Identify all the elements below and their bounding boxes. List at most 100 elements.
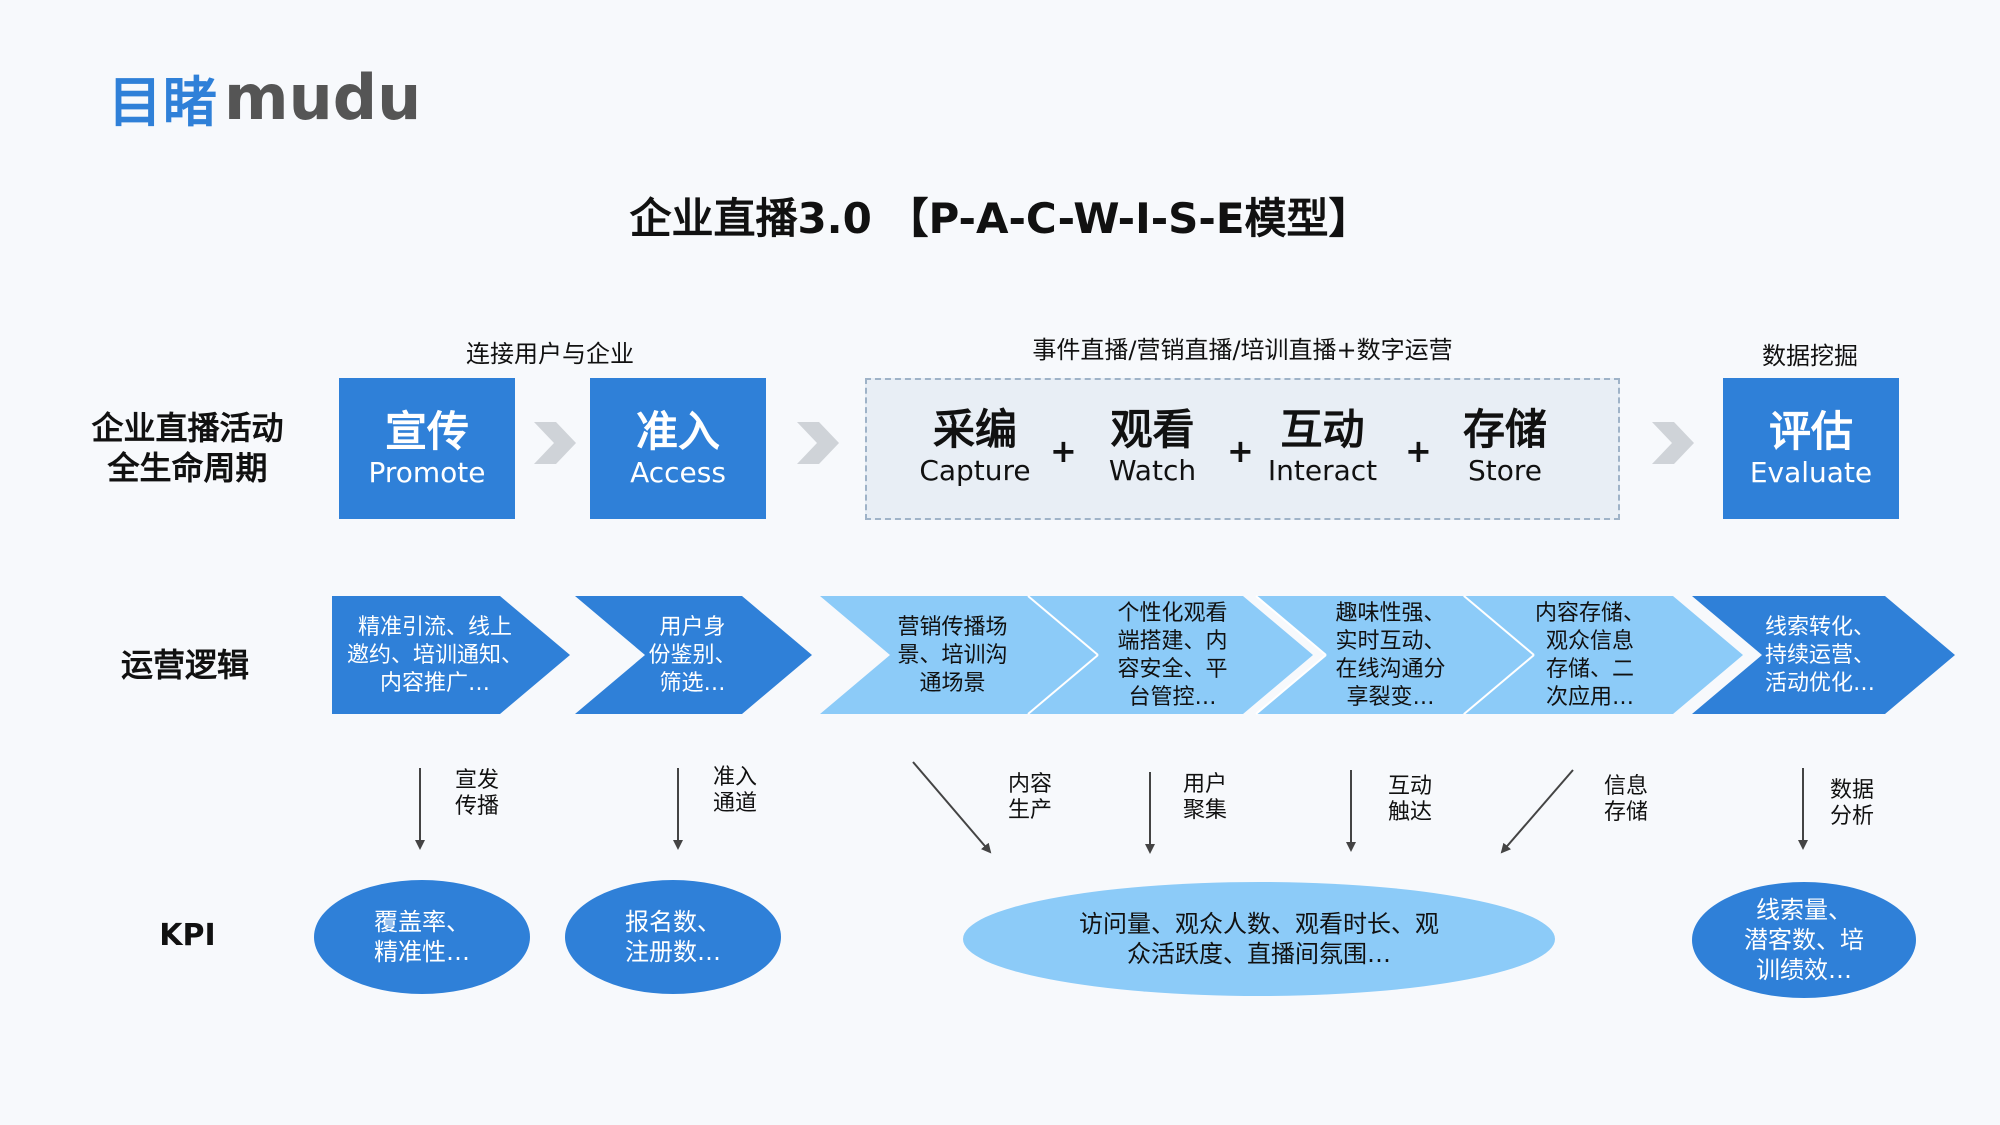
kpi-ellipse-2: 报名数、注册数… xyxy=(565,880,781,994)
logic-2-line2: 份鉴别、 xyxy=(648,643,737,668)
arrow-label-3: 内容生产 xyxy=(1008,772,1052,824)
live-stages-group xyxy=(865,378,1620,520)
stage-watch: 观看 Watch xyxy=(1075,406,1230,488)
stage-watch-en: Watch xyxy=(1108,454,1197,487)
logic-4-line4: 台管控… xyxy=(1128,685,1217,710)
stage-store-en: Store xyxy=(1467,454,1542,487)
logic-6-line4: 次应用… xyxy=(1545,685,1634,710)
logic-7-line1: 线索转化、 xyxy=(1764,615,1875,640)
stage-promote: 宣传 Promote xyxy=(339,378,515,519)
logo-cn: 目睹 xyxy=(108,70,218,134)
arrow-label-6: 信息存储 xyxy=(1604,774,1648,826)
row-label-kpi: KPI xyxy=(159,918,216,953)
page-title: 企业直播3.0 【P-A-C-W-I-S-E模型】 xyxy=(629,194,1371,243)
logic-3-line1: 营销传播场 xyxy=(897,615,1008,640)
kpi-4-line3: 训绩效… xyxy=(1756,956,1852,984)
row-label-logic: 运营逻辑 xyxy=(120,646,249,684)
chevron-right-icon xyxy=(1652,422,1694,464)
plus-sign: + xyxy=(1050,432,1077,470)
arrow-diagonal-icon xyxy=(912,761,992,854)
kpi-ellipse-3: 访问量、观众人数、观看时长、观众活跃度、直播间氛围… xyxy=(963,882,1555,996)
stage-store-cn: 存储 xyxy=(1462,405,1547,454)
arrow-label-2-a: 准入 xyxy=(713,765,758,790)
note-live: 事件直播/营销直播/培训直播+数字运营 xyxy=(1032,336,1453,364)
stage-capture-en: Capture xyxy=(919,454,1031,487)
arrow-diagonal-icon xyxy=(1500,769,1574,854)
kpi-3-line2: 众活跃度、直播间氛围… xyxy=(1127,940,1391,968)
logic-5-line3: 在线沟通分 xyxy=(1335,657,1446,682)
stage-interact-cn: 互动 xyxy=(1280,405,1365,454)
arrow-label-7-a: 数据 xyxy=(1830,778,1875,803)
logic-2-line1: 用户身 xyxy=(659,615,726,640)
logic-1-line3: 内容推广… xyxy=(379,671,490,696)
arrow-label-6-a: 信息 xyxy=(1604,774,1649,799)
kpi-2-line1: 报名数、 xyxy=(625,908,721,936)
logic-4-line1: 个性化观看 xyxy=(1117,601,1228,626)
logic-chevron-7 xyxy=(1692,596,1955,714)
logic-chevron-5 xyxy=(1256,596,1533,714)
logic-7-line2: 持续运营、 xyxy=(1764,643,1875,668)
logic-3-line2: 景、培训沟 xyxy=(897,643,1008,668)
logic-text-5: 趣味性强、实时互动、在线沟通分享裂变… xyxy=(1318,598,1463,714)
logic-text-4: 个性化观看端搭建、内容安全、平台管控… xyxy=(1100,598,1245,714)
stage-evaluate: 评估 Evaluate xyxy=(1723,378,1899,519)
logic-text-7: 线索转化、持续运营、活动优化… xyxy=(1745,604,1895,708)
stage-interact: 互动 Interact xyxy=(1250,406,1395,488)
logic-7-line3: 活动优化… xyxy=(1764,671,1875,696)
logic-chevron-6 xyxy=(1464,596,1743,714)
stage-access-cn: 准入 xyxy=(635,406,720,456)
arrow-label-7: 数据分析 xyxy=(1830,778,1874,830)
logic-chevron-4 xyxy=(1028,596,1313,714)
stage-watch-cn: 观看 xyxy=(1110,405,1195,454)
kpi-1-line1: 覆盖率、 xyxy=(374,908,470,936)
arrow-label-2-b: 通道 xyxy=(713,791,758,816)
arrow-label-1-b: 传播 xyxy=(455,794,500,819)
logic-4-line3: 容安全、平 xyxy=(1117,657,1228,682)
kpi-3-line1: 访问量、观众人数、观看时长、观 xyxy=(1079,910,1439,938)
logic-text-2: 用户身份鉴别、筛选… xyxy=(620,604,765,708)
logic-1-line2: 邀约、培训通知、 xyxy=(346,643,523,668)
chevron-right-icon xyxy=(534,422,576,464)
logic-3-line3: 通场景 xyxy=(919,671,986,696)
mudu-logo: 目睹 mudu xyxy=(108,61,421,134)
note-mining: 数据挖掘 xyxy=(1762,342,1858,370)
logic-text-1: 精准引流、线上邀约、培训通知、内容推广… xyxy=(340,604,530,708)
arrow-label-6-b: 存储 xyxy=(1604,800,1649,825)
stage-promote-cn: 宣传 xyxy=(384,406,469,456)
logic-chevron-3 xyxy=(820,596,1098,714)
row-label-lifecycle-line2: 全生命周期 xyxy=(107,449,268,487)
logic-5-line2: 实时互动、 xyxy=(1335,629,1446,654)
logic-4-line2: 端搭建、内 xyxy=(1117,629,1228,654)
kpi-ellipse-1: 覆盖率、精准性… xyxy=(314,880,530,994)
stage-interact-en: Interact xyxy=(1267,454,1378,487)
logic-6-line3: 存储、二 xyxy=(1545,657,1634,682)
logic-5-line1: 趣味性强、 xyxy=(1335,601,1446,626)
plus-sign: + xyxy=(1405,432,1432,470)
kpi-1-line2: 精准性… xyxy=(374,938,470,966)
stage-evaluate-cn: 评估 xyxy=(1768,406,1853,456)
logic-6-line1: 内容存储、 xyxy=(1534,601,1645,626)
logic-1-line1: 精准引流、线上 xyxy=(357,615,512,640)
arrow-label-4-b: 聚集 xyxy=(1183,798,1228,823)
arrow-label-5-a: 互动 xyxy=(1388,774,1433,799)
arrow-label-1-a: 宣发 xyxy=(455,768,500,793)
arrow-label-1: 宣发传播 xyxy=(455,768,499,820)
plus-sign: + xyxy=(1227,432,1254,470)
stage-promote-en: Promote xyxy=(368,455,486,489)
arrow-label-3-a: 内容 xyxy=(1008,772,1053,797)
stage-capture: 采编 Capture xyxy=(895,406,1055,488)
logic-text-6: 内容存储、观众信息存储、二次应用… xyxy=(1520,598,1660,714)
row-label-lifecycle: 企业直播活动 全生命周期 xyxy=(80,408,295,488)
stage-store: 存储 Store xyxy=(1430,406,1580,488)
kpi-2-line2: 注册数… xyxy=(625,938,721,966)
arrow-label-7-b: 分析 xyxy=(1830,804,1875,829)
logic-chevron-1 xyxy=(332,596,570,714)
arrow-label-3-b: 生产 xyxy=(1008,798,1053,823)
kpi-ellipse-4: 线索量、潜客数、培训绩效… xyxy=(1692,882,1916,998)
chevron-right-icon xyxy=(797,422,839,464)
logic-2-line3: 筛选… xyxy=(659,671,726,696)
stage-evaluate-en: Evaluate xyxy=(1749,455,1873,489)
logic-chevron-2 xyxy=(575,596,812,714)
